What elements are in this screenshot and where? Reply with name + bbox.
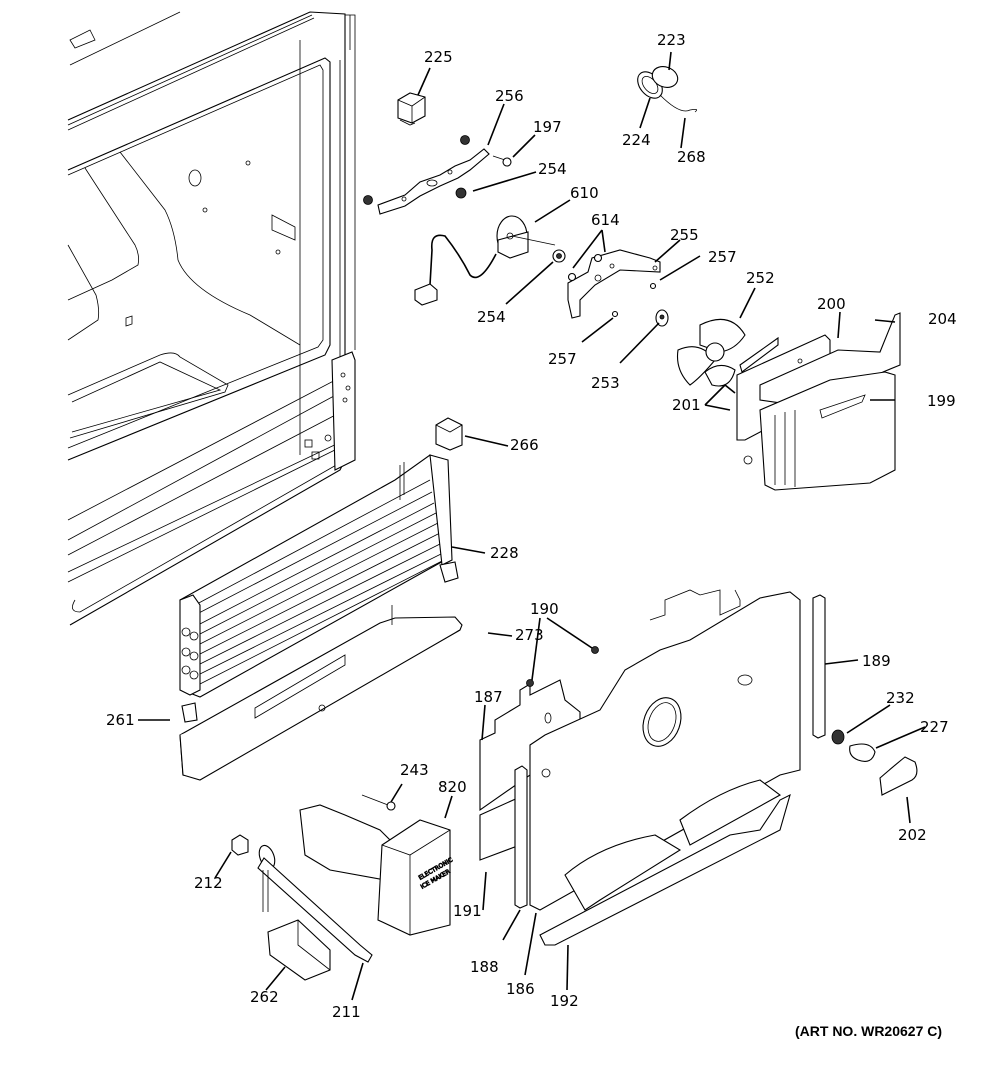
callout-187: 187 [474,688,503,706]
part-232-light-socket [831,729,845,745]
callout-254: 254 [477,308,506,326]
part-228-evaporator [179,454,459,723]
callout-254: 254 [538,160,567,178]
art-number: (ART NO. WR20627 C) [795,1023,942,1039]
part-256-bracket [363,135,512,215]
leader-lines [138,51,926,1001]
callout-191: 191 [453,902,482,920]
callout-268: 268 [677,148,706,166]
callout-211: 211 [332,1003,361,1021]
part-273-drain-pan [179,605,463,781]
part-225-relay [397,92,426,126]
callout-253: 253 [591,374,620,392]
callout-261: 261 [106,711,135,729]
callout-262: 262 [250,988,279,1006]
part-610-fan-motor [414,215,556,306]
part-262-guide [267,919,331,981]
callout-820: 820 [438,778,467,796]
callout-224: 224 [622,131,651,149]
callout-228: 228 [490,544,519,562]
part-266-damper [435,417,463,451]
callout-255: 255 [670,226,699,244]
callout-266: 266 [510,436,539,454]
part-227-light-bulb [849,743,876,762]
part-199-fan-cover [736,312,901,491]
part-255-motor-bracket [552,249,669,327]
callout-252: 252 [746,269,775,287]
part-224-thermostat-cover [637,66,698,113]
callout-190: 190 [530,600,559,618]
callout-labels: 225 256 197 254 610 614 255 257 254 257 … [106,31,957,1039]
callout-212: 212 [194,874,223,892]
callout-227: 227 [920,718,949,736]
callout-201: 201 [672,396,701,414]
callout-223: 223 [657,31,686,49]
callout-257: 257 [548,350,577,368]
callout-204: 204 [928,310,957,328]
callout-232: 232 [886,689,915,707]
callout-202: 202 [898,826,927,844]
callout-186: 186 [506,980,535,998]
part-188-seal-strip [514,765,528,909]
callout-610: 610 [570,184,599,202]
callout-256: 256 [495,87,524,105]
callout-200: 200 [817,295,846,313]
part-189-seal-strip [812,594,826,739]
part-211-fill-tube [257,844,373,963]
callout-192: 192 [550,992,579,1010]
callout-189: 189 [862,652,891,670]
part-202-light-cover [879,756,918,796]
part-192-bottom-panel [539,779,791,946]
part-252-fan-blade [676,318,746,387]
callout-188: 188 [470,958,499,976]
callout-257: 257 [708,248,737,266]
freezer-liner-part [67,11,356,626]
callout-225: 225 [424,48,453,66]
callout-614: 614 [591,211,620,229]
part-186-back-panel [529,589,801,911]
callout-199: 199 [927,392,956,410]
callout-273: 273 [515,626,544,644]
part-212-connector [231,834,249,856]
callout-197: 197 [533,118,562,136]
part-820-ice-maker: ELECTRONIC ICE MAKER [299,794,454,936]
callout-243: 243 [400,761,429,779]
